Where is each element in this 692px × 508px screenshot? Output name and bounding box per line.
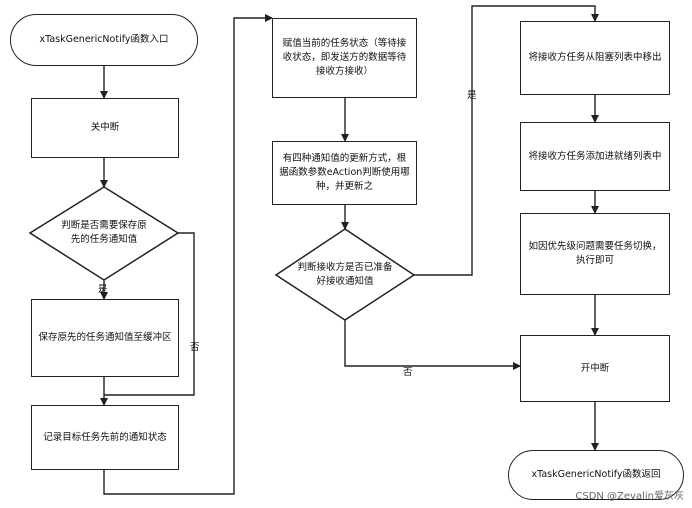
edge-waiting-yes bbox=[414, 5, 599, 276]
record-state-label: 记录目标任务先前的通知状态 bbox=[43, 431, 167, 443]
end-label: xTaskGenericNotify函数返回 bbox=[531, 469, 661, 480]
remove-blocked-box: 将接收方任务从阻塞列表中移出 bbox=[520, 21, 670, 95]
decision-save-label: 判断是否需要保存原先的任务通知值 bbox=[61, 220, 147, 245]
disable-interrupts-label: 关中断 bbox=[90, 122, 120, 133]
add-ready-label: 将接收方任务添加进就绪列表中 bbox=[528, 150, 662, 162]
enable-interrupts-label: 开中断 bbox=[580, 362, 610, 374]
end-terminal: xTaskGenericNotify函数返回 bbox=[508, 450, 684, 500]
priority-switch-box: 如因优先级问题需要任务切换，执行即可 bbox=[520, 213, 670, 295]
enable-interrupts-box: 开中断 bbox=[520, 335, 670, 402]
edge-label-waiting-yes: 是 bbox=[467, 90, 477, 101]
update-modes-label: 有四种通知值的更新方式，根据函数参数eAction判断使用哪种，并更新之 bbox=[279, 153, 410, 192]
assign-state-label: 赋值当前的任务状态（等待接收状态，即发送方的数据等待接收方接收） bbox=[282, 38, 407, 77]
watermark-text: CSDN @Zevalin爱灰灰 bbox=[575, 491, 684, 502]
edge-waiting-no bbox=[344, 320, 521, 370]
decision-waiting-label: 判断接收方是否已准备好接收通知值 bbox=[297, 262, 393, 287]
edge-label-save-yes: 是 bbox=[98, 284, 108, 295]
decision-save-shape bbox=[28, 186, 180, 281]
edge-label-save-no: 否 bbox=[190, 342, 200, 353]
start-label: xTaskGenericNotify函数入口 bbox=[39, 34, 169, 45]
edge-record-to-assign bbox=[103, 14, 273, 495]
add-ready-box: 将接收方任务添加进就绪列表中 bbox=[520, 122, 670, 191]
record-state-box: 记录目标任务先前的通知状态 bbox=[31, 405, 179, 470]
disable-interrupts-box: 关中断 bbox=[31, 98, 179, 158]
save-old-box: 保存原先的任务通知值至缓冲区 bbox=[31, 299, 179, 377]
decision-waiting-shape bbox=[274, 228, 416, 321]
start-terminal: xTaskGenericNotify函数入口 bbox=[10, 14, 198, 66]
edge-decision-no bbox=[104, 232, 195, 396]
save-old-label: 保存原先的任务通知值至缓冲区 bbox=[38, 332, 172, 343]
remove-blocked-label: 将接收方任务从阻塞列表中移出 bbox=[528, 52, 662, 63]
edge-label-waiting-no: 否 bbox=[403, 367, 413, 378]
assign-state-box: 赋值当前的任务状态（等待接收状态，即发送方的数据等待接收方接收） bbox=[272, 18, 417, 98]
update-modes-box: 有四种通知值的更新方式，根据函数参数eAction判断使用哪种，并更新之 bbox=[272, 141, 417, 205]
priority-switch-label: 如因优先级问题需要任务切换，执行即可 bbox=[528, 241, 662, 266]
